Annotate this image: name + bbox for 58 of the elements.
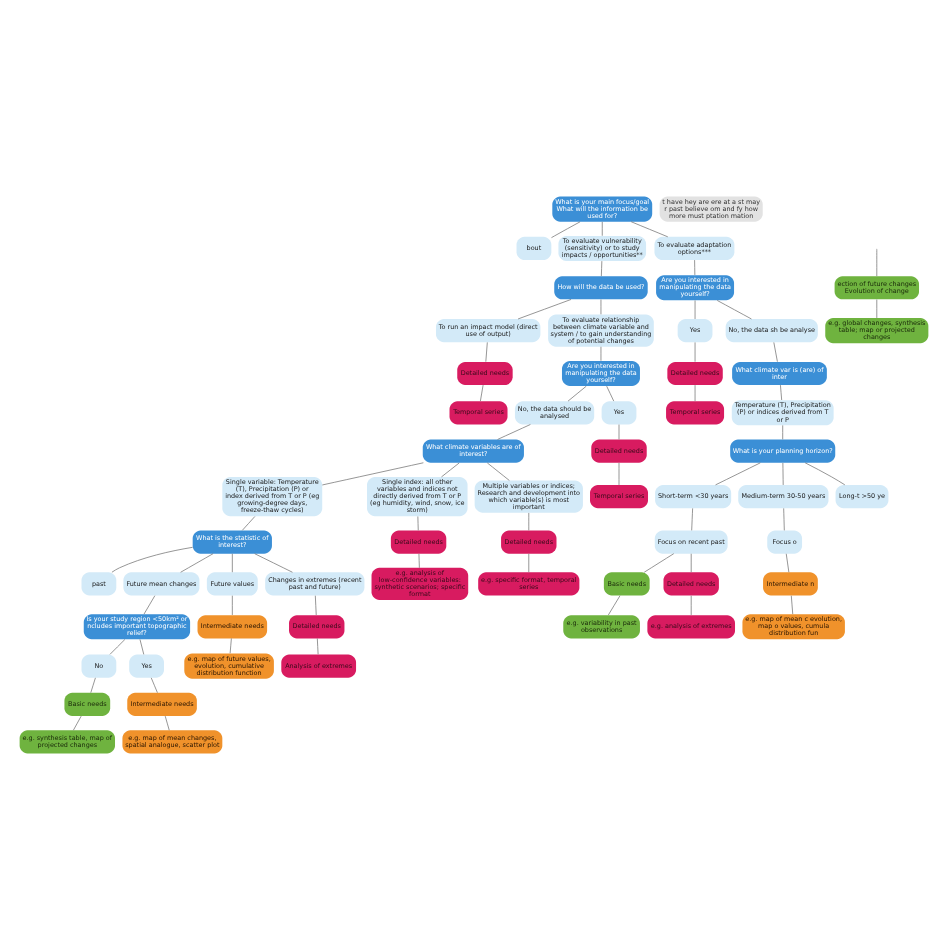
connector <box>618 423 620 439</box>
connector <box>480 383 484 401</box>
connector <box>90 676 96 693</box>
connector <box>528 511 530 530</box>
connector <box>528 552 530 572</box>
connector <box>254 552 293 572</box>
connector <box>694 258 696 275</box>
connector <box>804 461 846 485</box>
connector <box>691 507 694 530</box>
connector <box>694 383 696 401</box>
connector <box>73 714 82 730</box>
connector <box>606 384 615 401</box>
connector <box>150 676 158 693</box>
connector <box>690 552 692 572</box>
connector <box>485 341 488 362</box>
connector <box>618 461 620 485</box>
connector <box>418 552 420 568</box>
connector <box>876 247 878 276</box>
connector <box>785 552 790 572</box>
connector <box>241 515 256 530</box>
connector <box>694 341 696 362</box>
connector <box>316 637 319 654</box>
connector <box>180 552 214 572</box>
connector <box>417 515 419 530</box>
connector <box>600 298 602 314</box>
connector <box>876 298 878 318</box>
connector <box>782 424 784 439</box>
connector <box>716 299 752 319</box>
connector <box>694 299 696 319</box>
connector <box>229 637 232 653</box>
connector <box>517 298 572 319</box>
connector <box>643 552 675 572</box>
connector <box>143 594 156 614</box>
connector <box>139 638 145 654</box>
connector <box>111 545 193 572</box>
connector <box>790 594 794 614</box>
connector <box>164 714 170 730</box>
connector <box>567 384 587 401</box>
connector <box>600 345 602 361</box>
connector <box>600 259 603 276</box>
connector <box>780 383 783 400</box>
connector <box>783 507 785 530</box>
connector <box>441 461 460 477</box>
connector <box>231 594 233 615</box>
connector <box>782 461 784 485</box>
connector <box>601 220 603 236</box>
connector <box>551 220 581 238</box>
connector <box>231 552 233 572</box>
connector <box>690 594 692 615</box>
connector <box>607 594 621 615</box>
connector <box>497 423 531 439</box>
connector <box>715 461 761 485</box>
connector <box>314 594 317 615</box>
connector <box>486 461 510 480</box>
connector <box>109 638 126 654</box>
connector <box>773 341 778 362</box>
connector <box>321 461 424 485</box>
connector <box>630 220 669 237</box>
